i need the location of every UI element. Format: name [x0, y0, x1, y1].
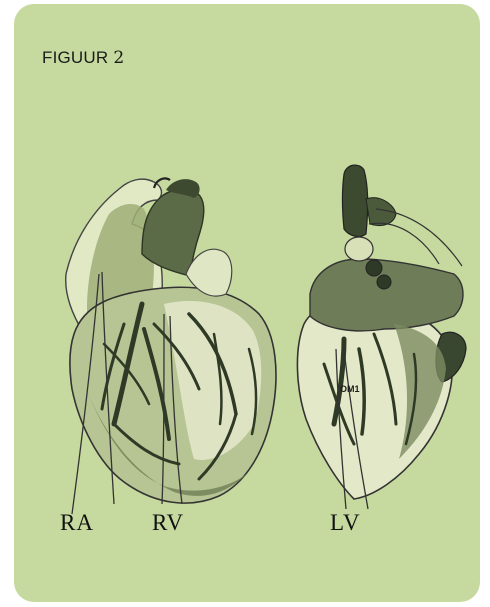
- label-rv: RV: [152, 510, 184, 536]
- posterior-heart-view: [297, 165, 466, 509]
- label-om1: OM1: [340, 384, 360, 394]
- pulmonary-vein-3: [377, 275, 391, 289]
- posterior-aorta-shape: [343, 165, 368, 236]
- figure-card: FIGUUR 2: [14, 4, 480, 602]
- pulmonary-vein-2: [366, 260, 382, 276]
- anterior-heart-view: [66, 178, 276, 514]
- label-lv: LV: [330, 510, 361, 536]
- pulmonary-vein-1: [345, 237, 373, 261]
- label-ra: RA: [60, 510, 94, 536]
- left-atrium-shape: [310, 259, 463, 331]
